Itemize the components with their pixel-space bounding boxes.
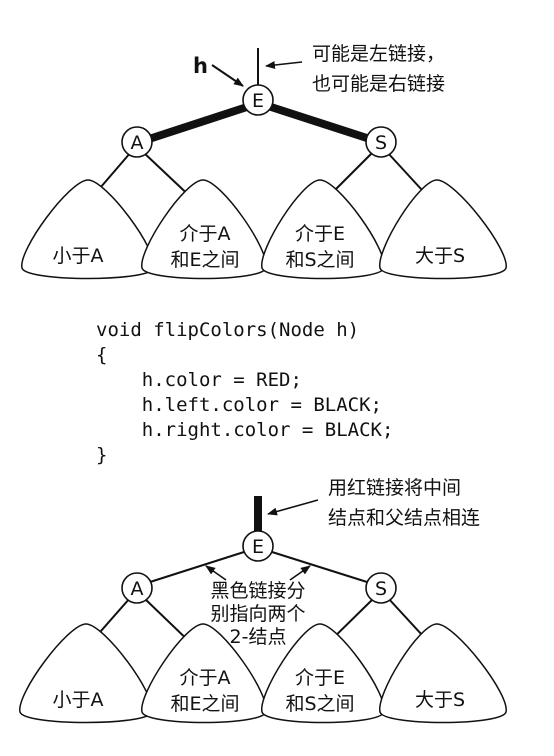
- top-subtree-3-label-line1: 介于E: [295, 223, 345, 245]
- middle-note-line2: 别指向两个: [210, 603, 305, 625]
- h-pointer-arrow: [211, 64, 244, 87]
- top-node-e: [242, 84, 274, 116]
- top-subtree-3-label-line2: 和S之间: [285, 249, 354, 271]
- top-subtree-3: [261, 179, 385, 280]
- top-node-a: [121, 126, 153, 158]
- top-subtree-4: [379, 179, 507, 280]
- bottom-annotation-line1: 用红链接将中间: [328, 477, 461, 499]
- top-subtree-2-label-line2: 和E之间: [170, 249, 239, 271]
- bottom-tree: 小于A 介于A 和E之间 介于E 和S之间 大于S E A S 用红链接将中间 …: [19, 477, 507, 724]
- bottom-annotation-arrow: [267, 499, 319, 516]
- bottom-subtree-1-label: 小于A: [53, 689, 104, 711]
- top-tree: 小于A 介于A 和E之间 介于E 和S之间 大于S E A S h 可能是左链接…: [21, 43, 507, 280]
- middle-note-arrow-left: [205, 565, 227, 581]
- top-node-s: [365, 126, 397, 158]
- code-line-3: h.color = RED;: [96, 369, 302, 391]
- code-line-6: }: [96, 444, 107, 466]
- bottom-subtree-4: [379, 623, 507, 724]
- top-subtree-1-label: 小于A: [53, 245, 104, 267]
- bottom-subtree-2-label-line1: 介于A: [180, 667, 231, 689]
- top-subtree-2-label-line1: 介于A: [180, 223, 231, 245]
- code-line-4: h.left.color = BLACK;: [96, 394, 382, 416]
- top-subtree-2: [141, 179, 267, 280]
- top-node-s-label: S: [375, 132, 387, 154]
- bottom-subtree-2: [141, 623, 267, 724]
- code-line-1: void flipColors(Node h): [96, 319, 359, 341]
- top-annotation-line1: 可能是左链接，: [312, 43, 445, 65]
- bottom-subtree-2-label-line2: 和E之间: [170, 693, 239, 715]
- bottom-node-a: [121, 572, 153, 604]
- top-annotation-line2: 也可能是右链接: [312, 73, 445, 95]
- middle-note-line3: 2-结点: [230, 626, 287, 648]
- top-annotation-arrow: [265, 61, 303, 69]
- bottom-subtree-3: [261, 623, 385, 724]
- bottom-subtree-1: [19, 623, 153, 724]
- top-right-red-link: [266, 102, 375, 144]
- bottom-node-a-label: A: [131, 578, 144, 600]
- top-subtree-1: [21, 179, 155, 280]
- bottom-subtree-4-label: 大于S: [415, 689, 465, 711]
- top-left-red-link: [144, 102, 252, 144]
- code-line-5: h.right.color = BLACK;: [96, 419, 393, 441]
- code-line-2: {: [96, 344, 107, 366]
- middle-note-line1: 黑色链接分: [210, 580, 305, 602]
- top-node-a-label: A: [131, 132, 144, 154]
- bottom-right-link: [271, 551, 368, 583]
- top-node-e-label: E: [252, 90, 264, 112]
- bottom-annotation-line2: 结点和父结点相连: [328, 507, 480, 529]
- middle-note-arrow-right: [289, 565, 311, 581]
- code-block: void flipColors(Node h) { h.color = RED;…: [96, 319, 393, 466]
- bottom-node-s: [365, 572, 397, 604]
- bottom-node-e: [242, 530, 274, 562]
- bottom-node-e-label: E: [252, 536, 264, 558]
- bottom-node-s-label: S: [375, 578, 387, 600]
- h-pointer-label: h: [193, 54, 208, 78]
- bottom-subtree-3-label-line2: 和S之间: [285, 693, 354, 715]
- bottom-left-link: [149, 551, 245, 583]
- bottom-subtree-3-label-line1: 介于E: [295, 667, 345, 689]
- top-subtree-4-label: 大于S: [415, 245, 465, 267]
